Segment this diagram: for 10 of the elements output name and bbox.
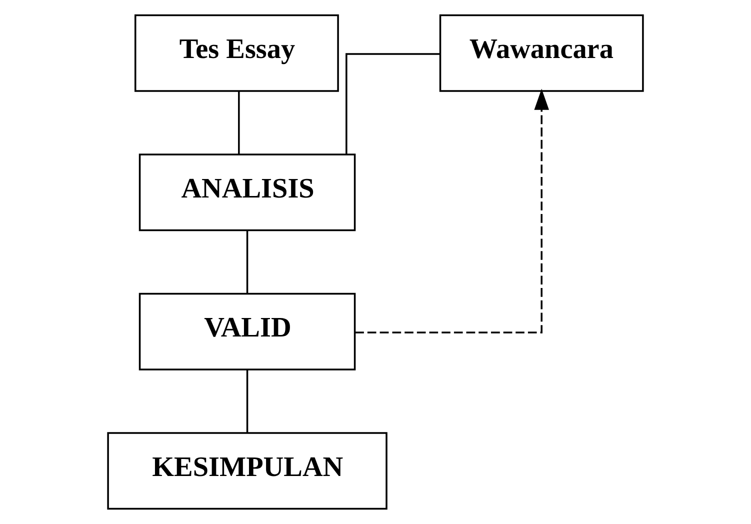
node-box: Tes Essay — [134, 14, 339, 92]
node-box: Wawancara — [439, 14, 644, 92]
node-box: KESIMPULAN — [107, 432, 388, 510]
node-box: ANALISIS — [138, 154, 356, 232]
connector — [238, 91, 240, 154]
connector — [346, 53, 440, 154]
node-box: VALID — [138, 292, 356, 370]
connector — [246, 230, 248, 294]
arrow — [355, 88, 550, 334]
connector — [246, 370, 248, 433]
